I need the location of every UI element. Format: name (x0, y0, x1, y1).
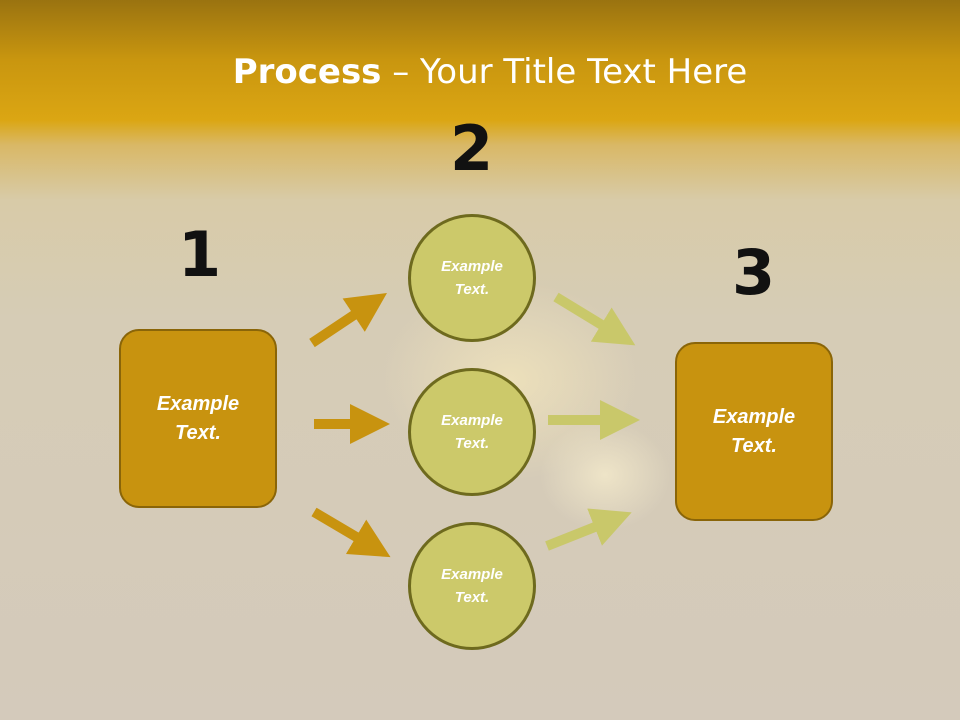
left-process-box: Example Text. (119, 329, 277, 508)
arrow-from-bottom-circle (545, 508, 632, 551)
title-bold: Process (232, 52, 382, 92)
circle-bottom: Example Text. (408, 522, 536, 650)
title-rest: – Your Title Text Here (381, 52, 748, 92)
circle-bottom-text: Example Text. (441, 566, 503, 606)
circle-top-text: Example Text. (441, 258, 503, 298)
arrow-from-top-circle (553, 292, 636, 346)
right-process-box: Example Text. (675, 342, 833, 521)
slide-title: Process – Your Title Text Here (0, 52, 960, 92)
circle-top: Example Text. (408, 214, 536, 342)
left-box-text: Example Text. (156, 392, 240, 444)
arrow-to-top-circle (309, 293, 387, 348)
right-box-text: Example Text. (712, 405, 796, 457)
step-number-2: 2 (450, 112, 494, 185)
step-number-1: 1 (178, 218, 222, 291)
circle-middle: Example Text. (408, 368, 536, 496)
step-number-3: 3 (732, 236, 776, 309)
arrow-to-bottom-circle (311, 507, 391, 558)
circle-middle-text: Example Text. (441, 412, 503, 452)
